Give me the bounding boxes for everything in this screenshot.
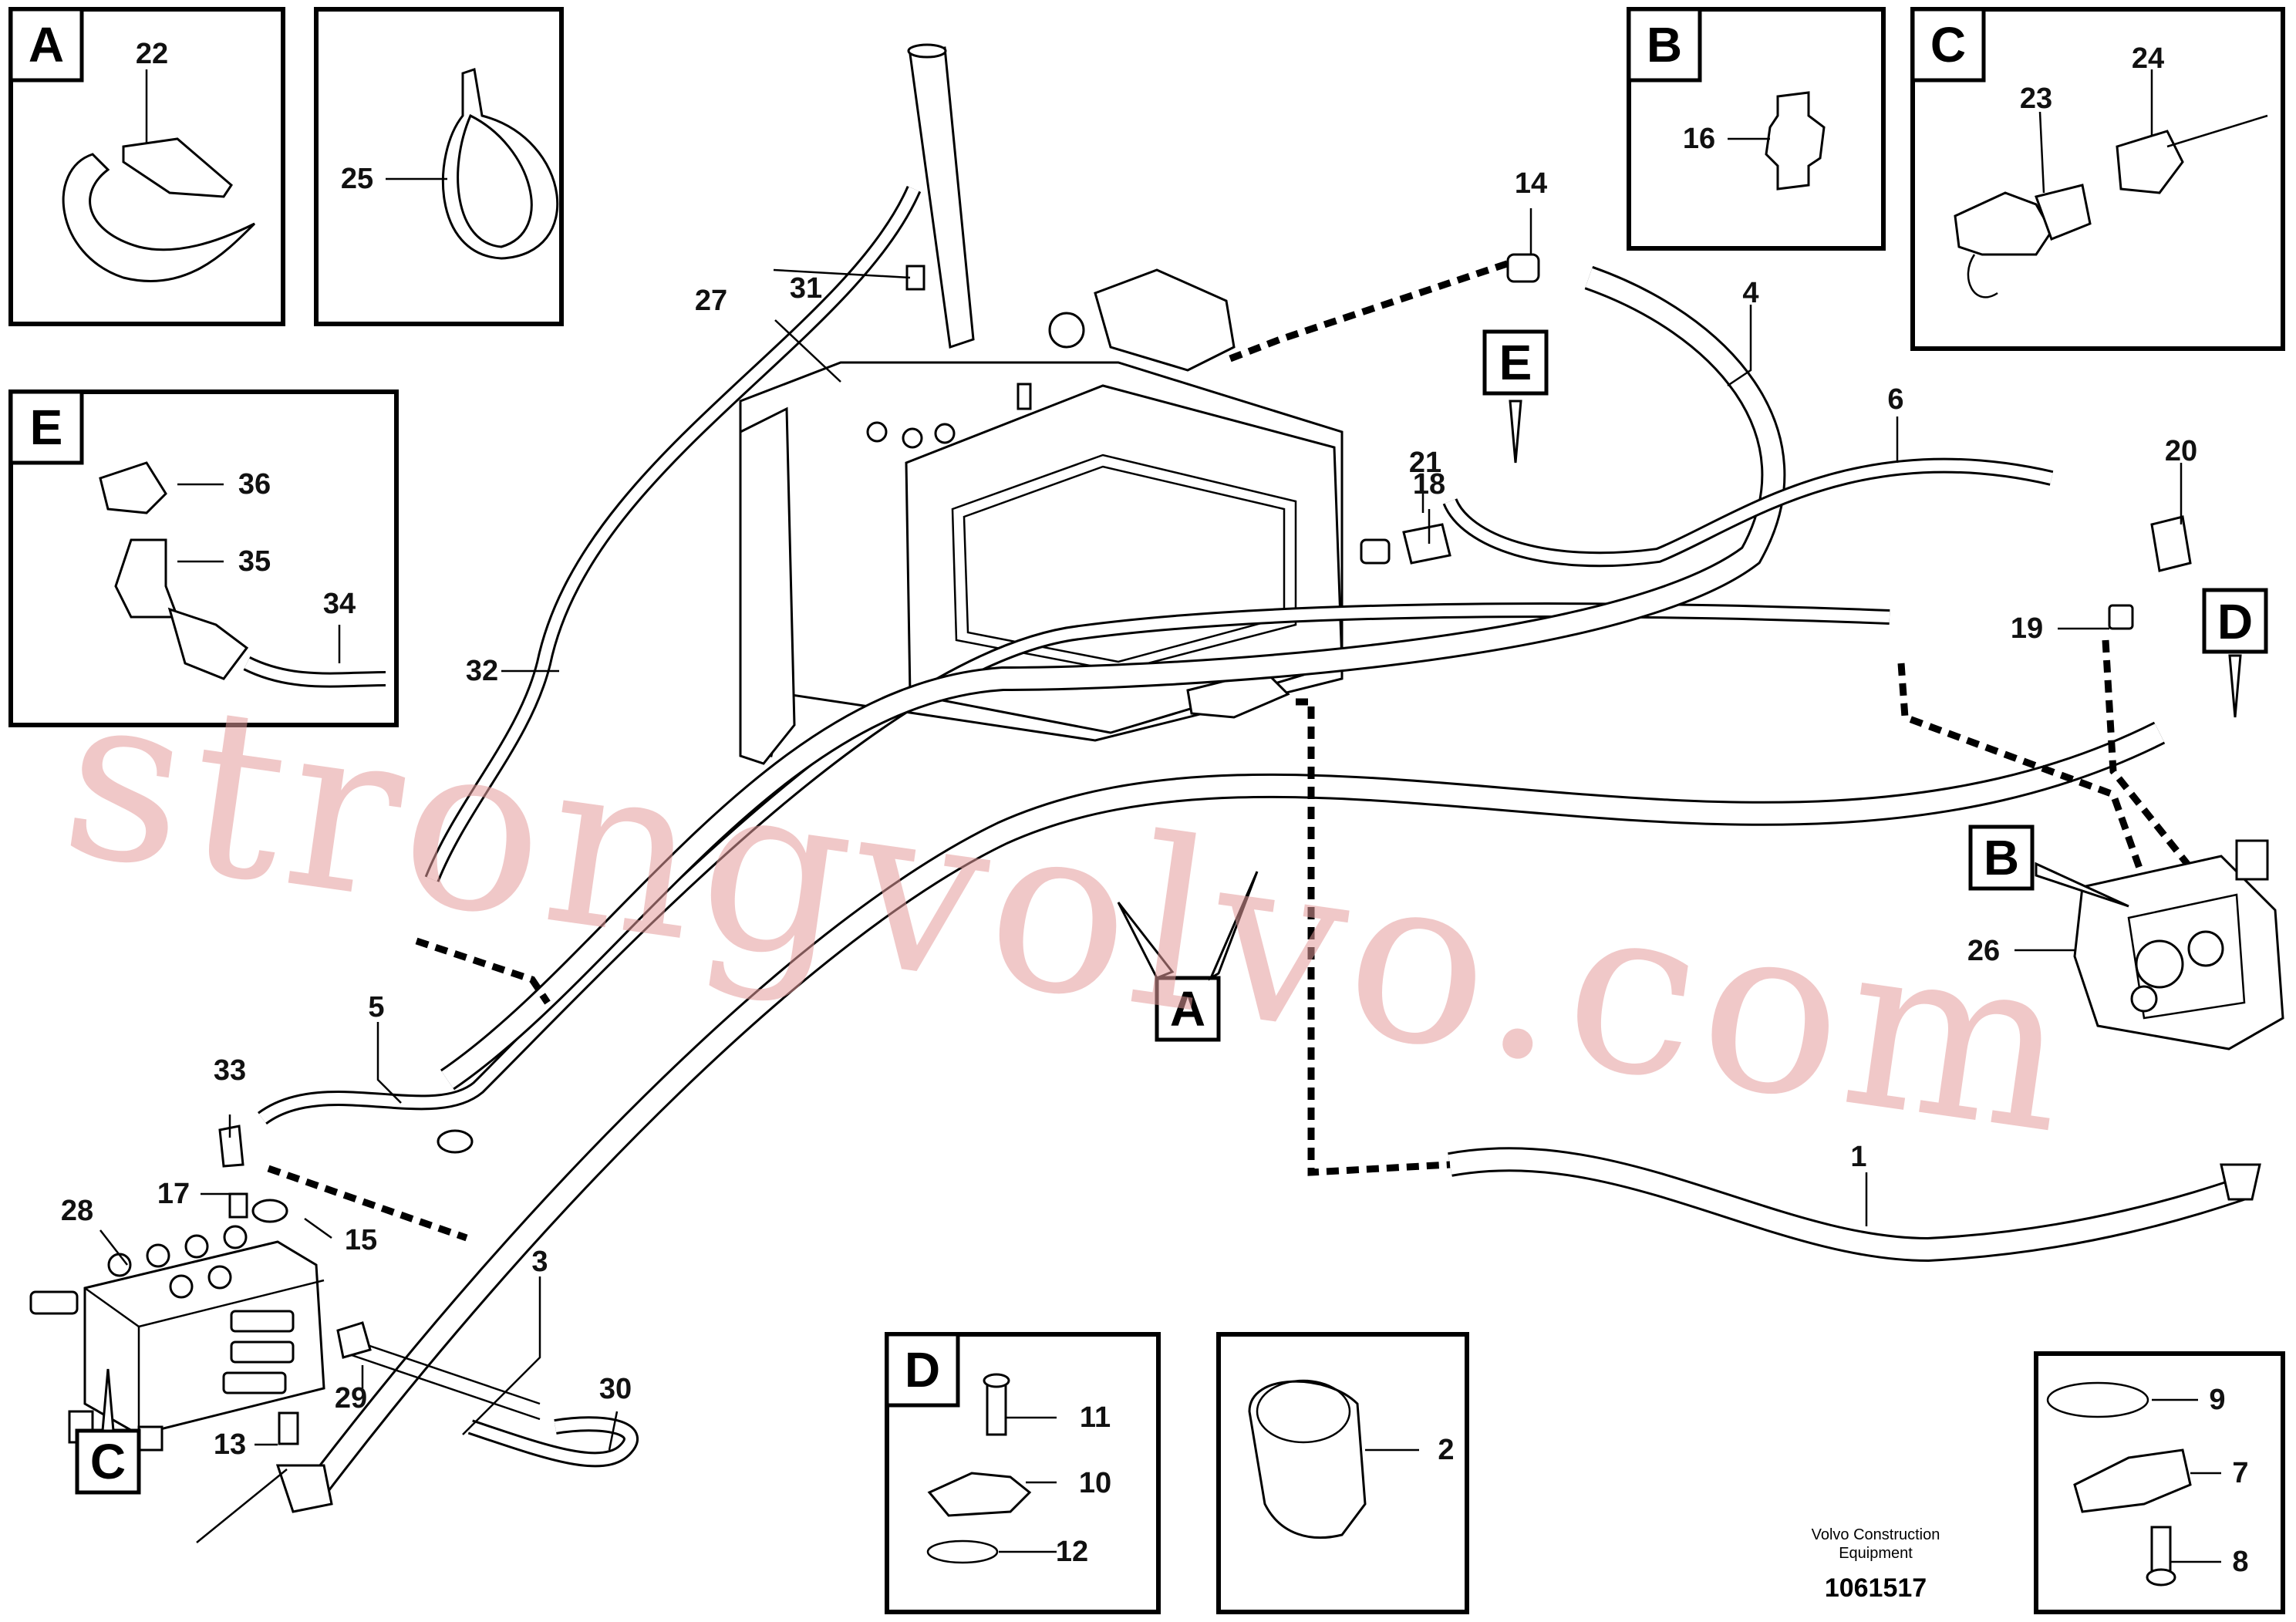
callout-20: 20 bbox=[2165, 435, 2197, 467]
control-valve bbox=[29, 1225, 325, 1452]
tag-letter-a: A bbox=[1170, 981, 1205, 1037]
callout-24: 24 bbox=[2132, 42, 2164, 75]
callout-32: 32 bbox=[466, 655, 498, 687]
tag-letter-d: D bbox=[2217, 594, 2253, 649]
callout-29: 29 bbox=[335, 1382, 367, 1415]
detail-letter-d: D bbox=[905, 1342, 940, 1398]
fitting-18 bbox=[1360, 538, 1391, 565]
callout-3: 3 bbox=[531, 1246, 548, 1278]
callout-11: 11 bbox=[1080, 1401, 1111, 1434]
location-tags: E D B A C bbox=[75, 329, 2268, 1495]
detail-box-clamp bbox=[1216, 1332, 1469, 1614]
pump bbox=[2073, 839, 2284, 1201]
fitting-33 bbox=[218, 1125, 244, 1168]
callout-31: 31 bbox=[790, 272, 822, 305]
callout-9: 9 bbox=[2209, 1384, 2225, 1416]
callout-22: 22 bbox=[136, 38, 168, 70]
callout-13: 13 bbox=[214, 1428, 246, 1461]
tag-letter-c: C bbox=[90, 1434, 126, 1489]
detail-box-c: C bbox=[1910, 7, 2285, 351]
detail-letter-c: C bbox=[1930, 17, 1966, 73]
detail-letter-b: B bbox=[1647, 17, 1682, 73]
callout-35: 35 bbox=[238, 545, 271, 578]
fitting-19 bbox=[2108, 604, 2134, 630]
callout-34: 34 bbox=[323, 588, 356, 620]
detail-box-tie bbox=[314, 7, 564, 326]
callout-16: 16 bbox=[1683, 123, 1715, 155]
fitting-14 bbox=[1506, 253, 1540, 283]
callout-4: 4 bbox=[1742, 277, 1758, 309]
callout-17: 17 bbox=[157, 1178, 190, 1210]
fitting-15 bbox=[251, 1199, 288, 1223]
callout-28: 28 bbox=[61, 1195, 93, 1227]
callout-15: 15 bbox=[345, 1224, 377, 1256]
callout-1: 1 bbox=[1850, 1141, 1866, 1173]
callout-23: 23 bbox=[2020, 83, 2052, 115]
fitting-21 bbox=[1402, 523, 1451, 565]
detail-box-flange bbox=[2034, 1351, 2285, 1614]
callout-numbers: 1 2 3 4 5 6 7 8 9 10 11 12 13 14 15 16 1… bbox=[61, 38, 2249, 1578]
callout-10: 10 bbox=[1079, 1467, 1111, 1499]
callout-19: 19 bbox=[2011, 612, 2043, 645]
detail-box-e: E bbox=[8, 389, 399, 727]
callout-8: 8 bbox=[2232, 1546, 2248, 1578]
fitting-29 bbox=[336, 1321, 372, 1359]
callout-5: 5 bbox=[368, 991, 384, 1023]
detail-letter-a: A bbox=[29, 17, 64, 73]
drawing-number: 1061517 bbox=[1825, 1573, 1927, 1603]
callout-25: 25 bbox=[341, 163, 373, 195]
detail-box-a: A bbox=[8, 7, 285, 326]
callout-12: 12 bbox=[1056, 1536, 1088, 1568]
callout-30: 30 bbox=[599, 1373, 632, 1405]
callout-14: 14 bbox=[1515, 167, 1547, 200]
leader-lines bbox=[99, 208, 2183, 1543]
fitting-20 bbox=[2150, 515, 2192, 572]
callout-7: 7 bbox=[2232, 1457, 2248, 1489]
callout-21: 21 bbox=[1409, 447, 1441, 479]
footer: Volvo Construction Equipment 1061517 bbox=[1812, 1526, 1940, 1603]
callout-2: 2 bbox=[1438, 1434, 1454, 1466]
callout-18: 18 bbox=[1413, 468, 1445, 501]
detail-box-d: D bbox=[885, 1332, 1161, 1614]
tag-letter-b: B bbox=[1984, 830, 2019, 885]
footer-company-line2: Equipment bbox=[1839, 1545, 1913, 1562]
footer-company-line1: Volvo Construction bbox=[1812, 1526, 1940, 1543]
callout-27: 27 bbox=[695, 285, 727, 317]
callout-6: 6 bbox=[1887, 383, 1903, 416]
detail-box-b: B bbox=[1627, 7, 1886, 251]
tag-letter-e: E bbox=[1499, 335, 1532, 390]
callout-36: 36 bbox=[238, 468, 271, 501]
callout-33: 33 bbox=[214, 1054, 246, 1087]
fittings bbox=[218, 253, 2192, 1513]
hoses bbox=[258, 185, 2249, 1496]
elbow-13 bbox=[275, 1464, 333, 1513]
clamp-seat bbox=[437, 1129, 474, 1154]
callout-26: 26 bbox=[1967, 935, 2000, 967]
fitting-17 bbox=[228, 1192, 248, 1219]
detail-letter-e: E bbox=[30, 400, 63, 455]
fitting-13 bbox=[278, 1411, 299, 1445]
